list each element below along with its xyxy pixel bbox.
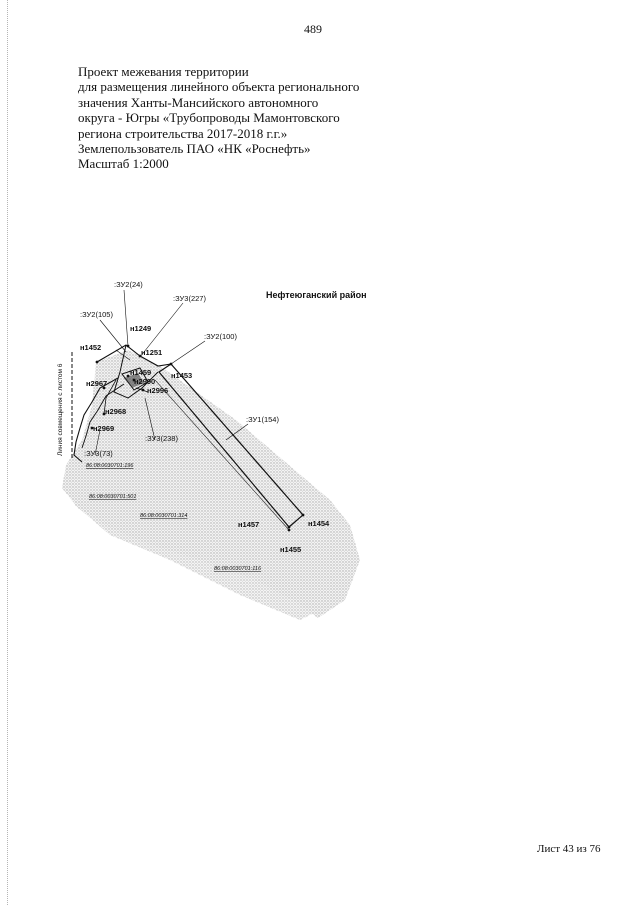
point-label-n1457: н1457 — [238, 520, 259, 529]
cadastral-number: 86:08:0030701:314 — [140, 513, 187, 519]
boundary-inner — [113, 344, 159, 399]
point-label-n2996: н2996 — [147, 386, 168, 395]
point-label-n2967: н2967 — [86, 379, 107, 388]
point-label-n1454: н1454 — [308, 519, 330, 528]
title-line: значения Ханты-Мансийского автономного — [78, 94, 319, 110]
point-label-n1455: н1455 — [280, 545, 301, 554]
point-label-n1251: н1251 — [141, 348, 162, 357]
point-label-n2968: н2968 — [105, 407, 126, 416]
parcel-label-zu2-105: :ЗУ2(105) — [80, 310, 113, 319]
title-line: округа - Югры «Трубопроводы Мамонтовског… — [78, 110, 340, 126]
left-margin-line — [7, 0, 8, 905]
parcel-label-zu3-73: :ЗУ3(73) — [84, 449, 113, 458]
point-label-n2969: н2969 — [93, 424, 114, 433]
page-number: 489 — [304, 22, 322, 36]
title-line: региона строительства 2017-2018 г.г.» — [78, 125, 288, 141]
parcel-label-zu2-24: :ЗУ2(24) — [114, 280, 143, 289]
parcel-label-zu1-154: :ЗУ1(154) — [246, 415, 279, 424]
title-line: для размещения линейного объекта региона… — [78, 79, 360, 95]
junction-line-label: Линия совмещения с листом 6 — [57, 363, 64, 456]
point-label-n1453: н1453 — [171, 371, 192, 380]
title-line: Проект межевания территории — [78, 64, 249, 79]
scale-line: Масштаб 1:2000 — [78, 156, 169, 172]
sheet-label: Лист 43 из 76 — [537, 843, 601, 855]
title-block: Проект межевания территории для размещен… — [78, 64, 398, 172]
cadastral-number: 86:08:0030701:196 — [86, 463, 134, 469]
point-label-n1459: н1459 — [130, 368, 151, 377]
branch-inner — [103, 379, 117, 415]
point-label-n2990: н2990 — [134, 377, 155, 386]
cadastral-number: 86:08:0030701:501 — [89, 494, 136, 500]
branch-left — [73, 377, 119, 463]
parcel-label-zu3-238: :ЗУ3(238) — [145, 434, 178, 443]
corridor-axis — [154, 379, 290, 531]
branch-left-2 — [81, 383, 125, 449]
parcel-label-zu3-227: :ЗУ3(227) — [173, 294, 206, 303]
point-label-n1249: н1249 — [130, 324, 151, 333]
parcel-label-zu2-100: :ЗУ2(100) — [204, 332, 237, 341]
leader-lines — [94, 289, 249, 456]
ground-area-lower — [75, 470, 320, 620]
title-line: Землепользователь ПАО «НК «Роснефть» — [78, 141, 311, 157]
vertex-markers — [90, 344, 305, 532]
cadastral-number: 86:08:0030701:116 — [214, 566, 262, 572]
region-label: Нефтеюганский район — [266, 290, 367, 300]
point-label-n1452: н1452 — [80, 343, 101, 352]
